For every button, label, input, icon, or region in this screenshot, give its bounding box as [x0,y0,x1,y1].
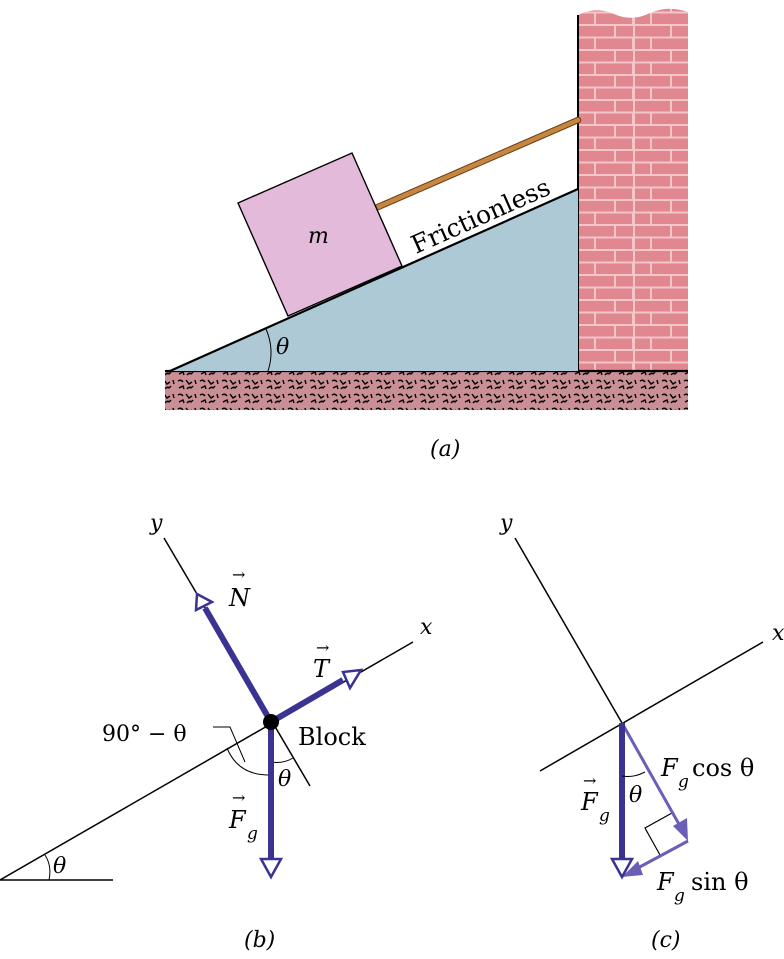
angle-label: θ [276,335,289,360]
svg-text:N: N [228,584,251,612]
rope [374,116,582,211]
y-axis-label: y [499,511,513,536]
panel-c: y x θ → F g F g cos θ [499,511,784,953]
x-axis [0,641,414,881]
svg-text:g: g [674,886,685,906]
tension-arrow [269,668,364,725]
theta-arc [621,771,646,777]
theta-label: θ [629,783,642,808]
svg-text:→: → [316,638,329,657]
theta-arc [270,757,294,763]
theta-label: θ [278,767,291,792]
caption-c: (c) [651,928,681,953]
svg-text:F: F [580,788,599,816]
x-axis-label: x [420,615,433,640]
gravity-label: → F g [580,771,610,826]
caption-b: (b) [244,928,275,953]
svg-text:T: T [313,655,331,683]
angle-arc [265,328,272,372]
svg-text:g: g [599,806,610,826]
block [237,152,403,317]
svg-text:g: g [678,772,689,792]
complement-angle-leader [213,726,246,763]
incline-surface [169,187,579,373]
block-label: Block [298,723,366,751]
block-point [263,714,279,730]
y-axis-label: y [149,511,163,536]
svg-text:F: F [660,754,679,782]
tension-label: → T [313,638,331,683]
complement-angle-label: 90° − θ [102,722,187,747]
cos-component-arrow [620,722,688,841]
gravity-arrow [609,723,635,880]
right-angle-marker [644,812,673,856]
svg-text:F: F [656,868,675,896]
incline-angle-arc [44,854,51,881]
svg-text:→: → [583,771,596,790]
normal-force-arrow [194,591,274,724]
gravity-arrow [258,722,284,880]
sin-component-arrow [622,839,689,877]
x-axis [539,641,764,772]
block-mass-label: m [308,224,329,249]
svg-text:→: → [232,565,245,584]
svg-text:g: g [247,824,258,844]
complement-angle-arc [226,747,270,776]
normal-force-label: → N [228,565,251,612]
ground [165,371,688,410]
panel-b: y x θ 90° − θ θ Block → N [0,511,433,953]
svg-text:→: → [232,788,245,807]
caption-a: (a) [430,437,460,462]
gravity-label: → F g [228,788,258,844]
x-axis-label: x [772,621,784,646]
incline-angle-label: θ [53,854,66,879]
svg-text:F: F [228,806,247,834]
panel-a: θ m Frictionless (a) [165,8,688,462]
svg-text:cos θ: cos θ [692,754,754,782]
svg-text:sin θ: sin θ [691,868,749,896]
cos-component-label: F g cos θ [660,754,754,792]
brick-wall [578,8,688,371]
y-axis [514,537,623,724]
sin-component-label: F g sin θ [656,868,749,906]
